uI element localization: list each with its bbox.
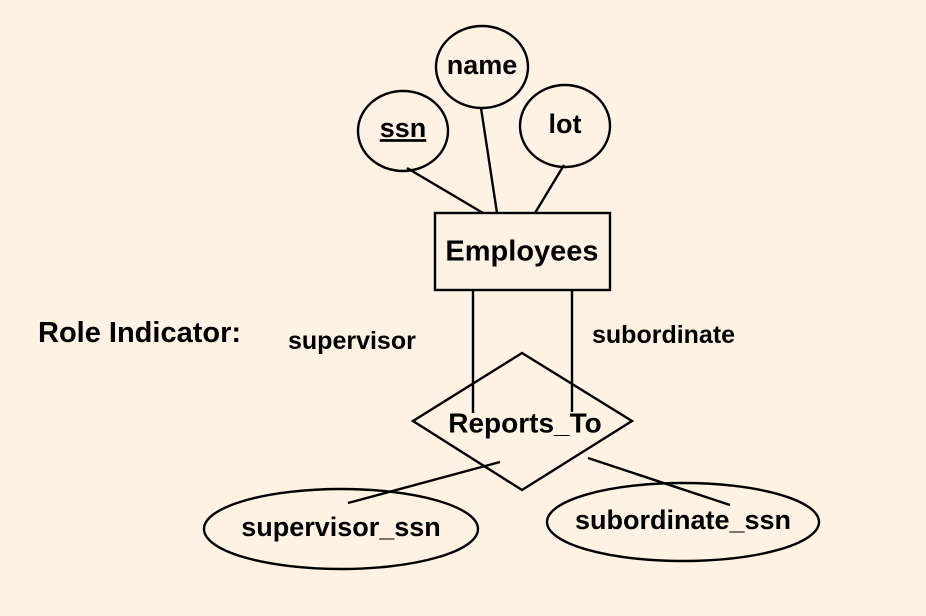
attribute-label-name: name	[447, 50, 518, 80]
connector-reportsto-to-subordinate-ssn	[587, 456, 731, 507]
connector-ssn-to-employees	[406, 166, 484, 215]
attribute-ellipse-lot[interactable]	[518, 83, 612, 169]
attribute-ellipse-name[interactable]	[434, 24, 530, 110]
role-indicator-caption: Role Indicator:	[38, 317, 241, 349]
relationship-label-reports-to: Reports_To	[448, 407, 602, 438]
attribute-ellipse-supervisor-ssn[interactable]	[202, 487, 480, 571]
relationship-diamond-reports-to[interactable]	[410, 351, 635, 492]
connector-lot-to-employees	[533, 164, 566, 214]
attribute-ellipse-ssn[interactable]	[356, 89, 450, 173]
connector-reportsto-to-supervisor-ssn	[347, 460, 501, 505]
connector-name-to-employees	[479, 107, 499, 214]
entity-label-employees: Employees	[445, 236, 598, 268]
attribute-ellipse-subordinate-ssn[interactable]	[545, 481, 821, 563]
role-label-subordinate: subordinate	[592, 321, 735, 349]
attribute-label-ssn: ssn	[380, 113, 427, 143]
role-label-supervisor: supervisor	[288, 327, 416, 355]
entity-box-employees[interactable]	[433, 211, 612, 292]
attribute-label-supervisor-ssn: supervisor_ssn	[241, 512, 441, 542]
attribute-label-lot: lot	[549, 109, 582, 139]
attribute-label-subordinate-ssn: subordinate_ssn	[575, 505, 791, 535]
